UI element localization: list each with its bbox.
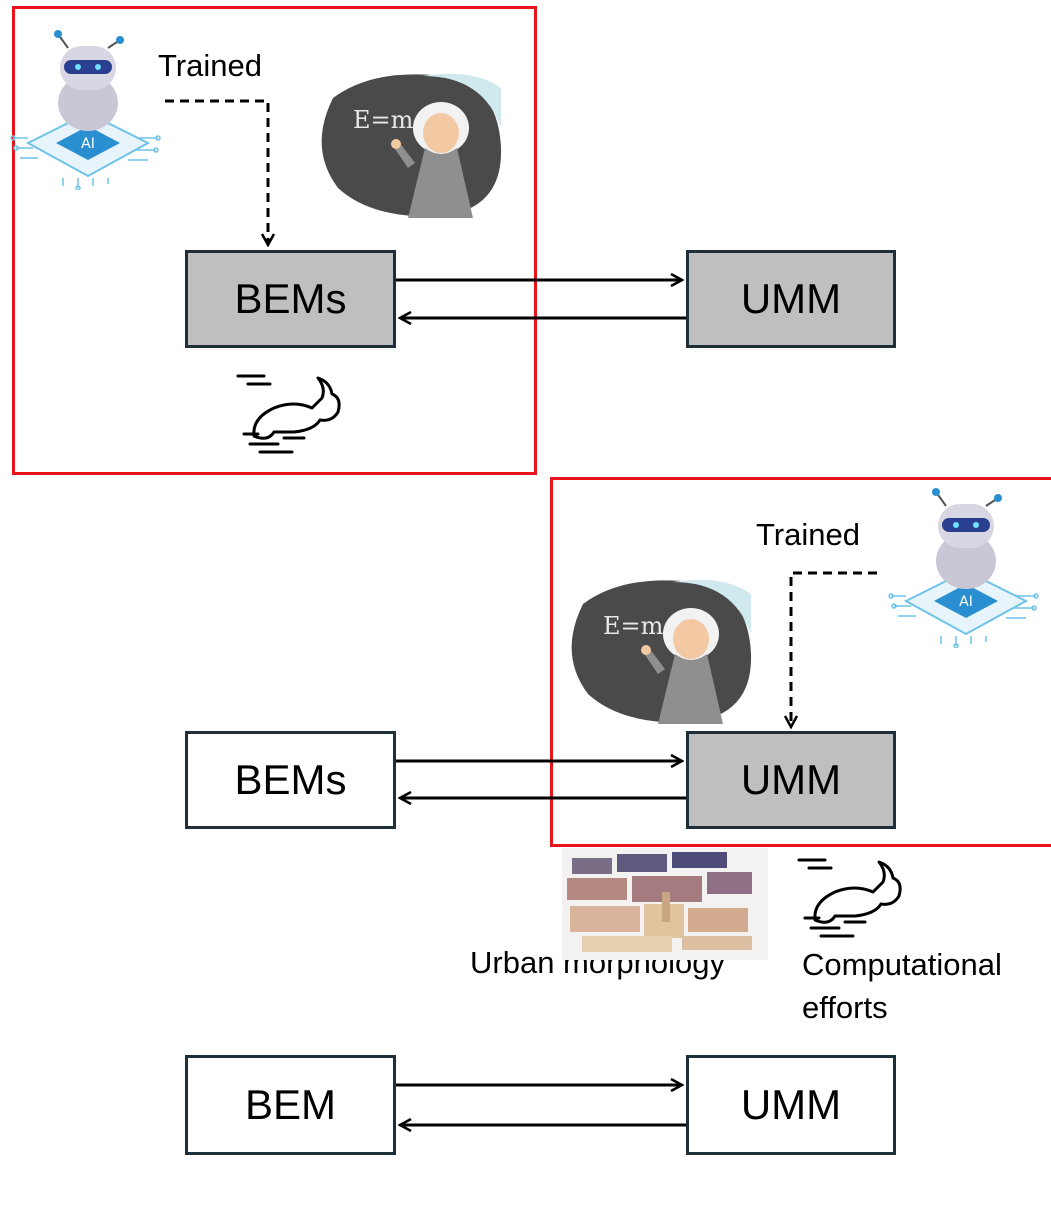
highlight-frame-top xyxy=(12,6,537,475)
urban-morphology-3d-map-icon xyxy=(562,848,768,960)
umm-box-top: UMM xyxy=(686,250,896,348)
trained-dashed-connector-middle xyxy=(791,571,877,727)
ai-robot-chip-icon-middle: AI xyxy=(888,488,1039,648)
umm-box-middle: UMM xyxy=(686,731,896,829)
trained-dashed-connector-top xyxy=(165,99,268,245)
trained-label-top: Trained xyxy=(158,48,262,83)
svg-text:AI: AI xyxy=(81,136,95,152)
running-rabbit-icon-middle xyxy=(797,858,902,938)
bems-box-top: BEMs xyxy=(185,250,396,348)
computational-efforts-caption-line1: Computational xyxy=(802,947,1002,982)
svg-text:AI: AI xyxy=(959,594,973,610)
bems-box-middle: BEMs xyxy=(185,731,396,829)
umm-box-bottom: UMM xyxy=(686,1055,896,1155)
trained-label-middle: Trained xyxy=(756,517,860,552)
physicist-chalkboard-icon-middle: E=mc² xyxy=(571,579,752,724)
running-rabbit-icon xyxy=(236,374,341,454)
computational-efforts-caption-line2: efforts xyxy=(802,990,888,1025)
physicist-chalkboard-icon: E=mc² xyxy=(321,73,502,218)
highlight-frame-middle xyxy=(550,477,1051,847)
ai-robot-chip-icon: AI xyxy=(10,30,161,190)
bem-box-bottom: BEM xyxy=(185,1055,396,1155)
